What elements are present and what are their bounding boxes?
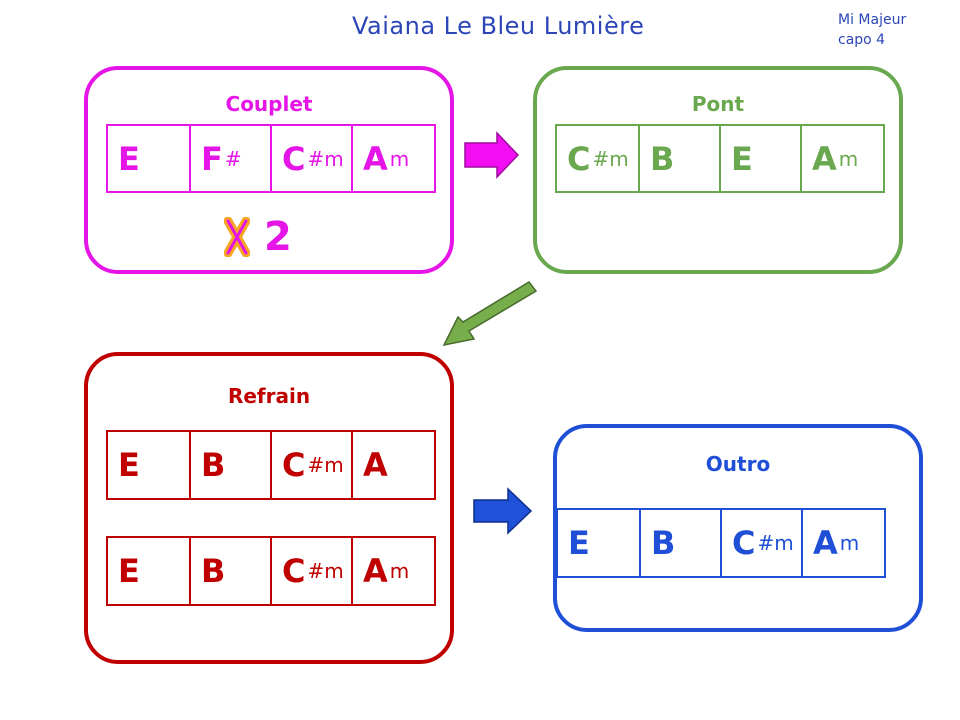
chord-cell: B bbox=[189, 432, 270, 498]
down-left-arrow-icon bbox=[442, 281, 538, 347]
chord-cell: E bbox=[558, 510, 639, 576]
song-title: Vaiana Le Bleu Lumière bbox=[352, 12, 645, 40]
chord-cell: C#m bbox=[270, 432, 351, 498]
chord-suffix: m bbox=[389, 559, 410, 583]
chord-cell: E bbox=[108, 126, 189, 191]
chord-suffix: # bbox=[224, 146, 242, 171]
chord-root: A bbox=[812, 139, 837, 178]
chord-cell: C#m bbox=[557, 126, 638, 191]
chord-root: C bbox=[282, 446, 306, 484]
chord-row: E B C#m A bbox=[106, 430, 436, 500]
section-title: Outro bbox=[705, 452, 771, 476]
key-note: Mi Majeur capo 4 bbox=[838, 10, 906, 50]
section-title: Refrain bbox=[227, 384, 311, 408]
chord-root: E bbox=[731, 139, 753, 178]
chord-root: A bbox=[363, 446, 388, 484]
times-icon bbox=[224, 217, 250, 257]
chord-root: B bbox=[650, 139, 675, 178]
chord-cell: B bbox=[189, 538, 270, 604]
chord-root: B bbox=[201, 446, 226, 484]
chord-cell: E bbox=[108, 538, 189, 604]
capo-line: capo 4 bbox=[838, 32, 886, 48]
chord-suffix: m bbox=[839, 531, 860, 555]
section-title: Pont bbox=[691, 92, 745, 116]
chord-cell: C#m bbox=[720, 510, 801, 576]
chord-root: C bbox=[732, 524, 756, 562]
chord-cell: C#m bbox=[270, 126, 351, 191]
chord-root: E bbox=[118, 446, 140, 484]
chord-root: E bbox=[118, 552, 140, 590]
chord-suffix: m bbox=[838, 146, 859, 171]
chord-root: B bbox=[651, 524, 676, 562]
chord-cell: B bbox=[639, 510, 720, 576]
chord-root: A bbox=[813, 524, 838, 562]
right-arrow-icon bbox=[464, 131, 520, 179]
chord-suffix: #m bbox=[307, 146, 344, 171]
chord-cell: E bbox=[719, 126, 800, 191]
section-title: Couplet bbox=[225, 92, 313, 116]
chord-root: F bbox=[201, 139, 223, 178]
chord-cell: B bbox=[638, 126, 719, 191]
chord-root: A bbox=[363, 552, 388, 590]
right-arrow-icon bbox=[473, 487, 533, 535]
key-line: Mi Majeur bbox=[838, 12, 907, 28]
chord-suffix: #m bbox=[307, 453, 344, 477]
chord-root: E bbox=[118, 139, 140, 178]
chord-cell: C#m bbox=[270, 538, 351, 604]
chord-suffix: m bbox=[389, 146, 410, 171]
chord-cell: F# bbox=[189, 126, 270, 191]
chord-root: C bbox=[567, 139, 591, 178]
chord-suffix: #m bbox=[592, 146, 629, 171]
repeat-marker: 2 bbox=[224, 214, 292, 260]
chord-root: A bbox=[363, 139, 388, 178]
chord-cell: A bbox=[351, 432, 432, 498]
chord-root: C bbox=[282, 552, 306, 590]
chord-root: C bbox=[282, 139, 306, 178]
chord-root: B bbox=[201, 552, 226, 590]
chord-cell: E bbox=[108, 432, 189, 498]
chord-suffix: #m bbox=[307, 559, 344, 583]
repeat-count: 2 bbox=[264, 214, 292, 260]
chord-root: E bbox=[568, 524, 590, 562]
chord-suffix: #m bbox=[757, 531, 794, 555]
